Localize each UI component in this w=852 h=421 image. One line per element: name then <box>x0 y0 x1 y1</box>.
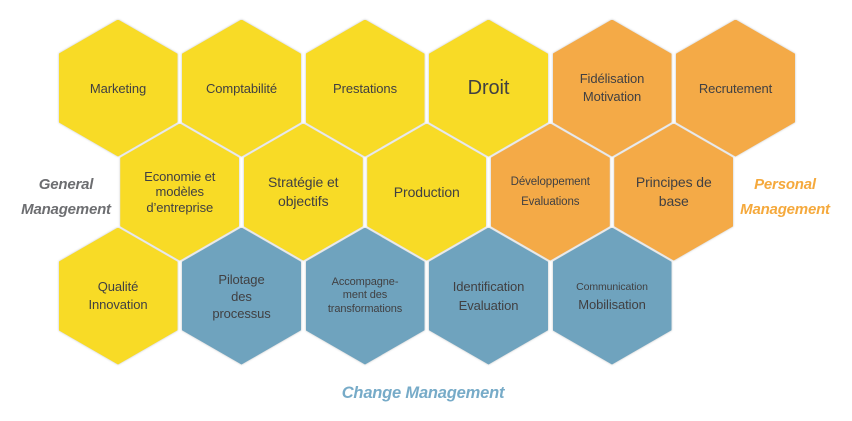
hexagon-label-line: Motivation <box>582 89 642 104</box>
hexagon-label-line: transformations <box>327 302 403 315</box>
label-line: Management <box>21 201 111 218</box>
hexagon-label-line: Accompagne- <box>331 275 399 288</box>
hexagon-label-line: objectifs <box>278 193 329 209</box>
hexagon-label-line: Mobilisation <box>578 297 646 312</box>
hexagon-label-line: des <box>231 288 252 304</box>
hexagon-shape: Stratégie et objectifs <box>243 123 363 261</box>
personal-management-label: Personal Management <box>719 172 851 222</box>
label-line: Management <box>740 201 830 218</box>
hexagon-label-line: Pilotage <box>218 271 265 287</box>
hexagon-label-line: Evaluation <box>458 298 519 313</box>
hexagon-label-line: Stratégie et <box>268 174 339 190</box>
hexagon-label: Droit <box>467 76 510 99</box>
hexagon-label: Comptabilité <box>206 79 277 98</box>
hexagon-label: Production <box>394 183 460 202</box>
hexagon-recrutement: Recrutement <box>676 19 795 157</box>
hexagon-label-line: base <box>658 193 689 209</box>
hexagon-comptabilite: Comptabilité <box>182 19 301 157</box>
hexagon-label-line: Evaluations <box>521 196 580 208</box>
hexagon-droit: Droit <box>429 19 548 157</box>
hexagon-marketing: Marketing <box>58 19 178 157</box>
hexagon-label-line: ment des <box>342 289 388 302</box>
hexagon-label-line: Marketing <box>89 80 147 96</box>
hexagon-label-line: Fidélisation <box>579 71 645 86</box>
hexagon-label-line: Prestations <box>333 80 397 96</box>
hexagon-label-line: Droit <box>467 76 510 99</box>
hexagon-strategie-objectifs: Stratégie et objectifs <box>243 123 363 261</box>
hexagon-label-line: processus <box>212 305 271 321</box>
hexagon-label-line: Recrutement <box>698 80 773 96</box>
hexagon-label: Principes de base <box>636 173 712 211</box>
hexagon-principes-de-base: Principes de base <box>614 123 734 261</box>
label-line: Personal <box>754 176 816 193</box>
hexagon-label-line: Qualité <box>97 279 139 294</box>
hexagon-label: Prestations <box>333 79 397 98</box>
hexagon-label-line: Production <box>393 183 460 200</box>
hexagon-label-line: d’entreprise <box>146 199 214 215</box>
hexagon-label-line: Principes de <box>635 174 712 190</box>
general-management-label: General Management <box>0 172 132 222</box>
hexagon-label-line: Développement <box>510 176 590 188</box>
hexagon-label: Marketing <box>90 79 146 98</box>
hexagon-label-line: Innovation <box>88 297 148 312</box>
hexagon-production: Production <box>367 123 487 261</box>
hexagon-prestations: Prestations <box>305 19 425 157</box>
hexagon-shape: Production <box>367 123 487 261</box>
hexagon-label-line: Economie et <box>144 168 216 184</box>
hexagon-shape: Prestations <box>305 19 425 157</box>
change-management-label: Change Management <box>303 383 543 403</box>
hexagon-label-line: modèles <box>155 184 205 200</box>
label-line: General <box>38 176 94 193</box>
hexagon-label-line: Communication <box>576 281 648 293</box>
hexagon-label-line: Comptabilité <box>205 80 278 96</box>
hexagon-label: Stratégie et objectifs <box>268 173 339 211</box>
label-line: Change Management <box>341 384 505 402</box>
hexagon-label-line: Identification <box>452 279 525 294</box>
hexagon-label: Recrutement <box>699 79 772 98</box>
